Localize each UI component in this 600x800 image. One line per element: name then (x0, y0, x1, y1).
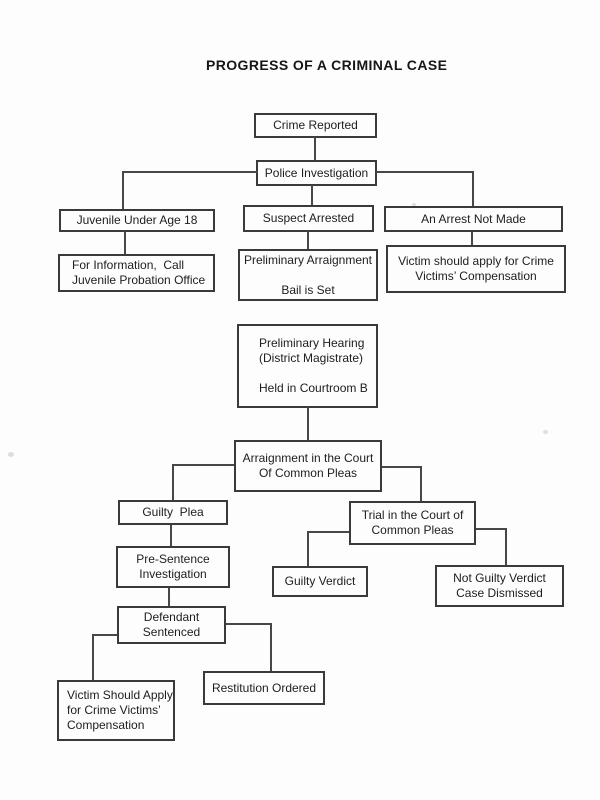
page-title: PROGRESS OF A CRIMINAL CASE (206, 57, 448, 73)
node-label: Juvenile Under Age 18 (76, 213, 198, 227)
node-trial-common-pleas: Trial in the Court of Common Pleas (349, 501, 476, 545)
node-label: Sentenced (142, 625, 201, 639)
node-police-investigation: Police Investigation (256, 160, 377, 186)
node-pre-sentence-investigation: Pre-Sentence Investigation (116, 546, 230, 588)
node-label: Juvenile Probation Office (72, 273, 206, 287)
edge-police-to-suspect (311, 185, 313, 205)
edge-arraignment-left-horizontal (172, 464, 234, 466)
node-preliminary-hearing: Preliminary Hearing (District Magistrate… (237, 324, 378, 408)
node-label: Defendant (143, 610, 200, 624)
node-label: Pre-Sentence (136, 552, 210, 566)
node-crime-reported: Crime Reported (254, 113, 377, 138)
edge-drop-to-restitution (270, 623, 272, 671)
node-label: An Arrest Not Made (421, 211, 526, 226)
node-label: Victims’ Compensation (415, 269, 537, 283)
edge-drop-to-guilty-verdict (307, 531, 309, 566)
node-label: Guilty Verdict (284, 574, 356, 588)
edge-drop-to-arrest-not-made (472, 171, 474, 206)
node-label: Of Common Pleas (258, 466, 358, 480)
node-guilty-verdict: Guilty Verdict (272, 566, 368, 597)
edge-police-right-horizontal (376, 171, 474, 173)
node-label: Compensation (67, 718, 145, 732)
node-preliminary-arraignment: Preliminary Arraignment Bail is Set (238, 249, 378, 301)
edge-presentence-to-defendant (168, 588, 170, 606)
node-label: Police Investigation (264, 165, 369, 180)
node-label: Arraignment in the Court (242, 451, 374, 465)
scan-speckle (543, 430, 548, 434)
node-label: Crime Reported (273, 118, 358, 132)
node-label: Investigation (139, 567, 207, 581)
node-label: Held in Courtroom B (259, 381, 368, 395)
node-restitution-ordered: Restitution Ordered (203, 671, 325, 705)
edge-drop-to-juvenile (122, 171, 124, 209)
edge-drop-to-guilty-plea (172, 464, 174, 500)
scan-speckle (412, 203, 416, 206)
node-victims-compensation-no-arrest: Victim should apply for Crime Victims’ C… (386, 245, 566, 293)
node-label: Bail is Set (281, 282, 335, 297)
node-victims-compensation-sentenced: Victim Should Apply for Crime Victims’ C… (57, 680, 175, 741)
edge-arraignment-right-horizontal (382, 466, 421, 468)
node-juvenile-probation: For Information, Call Juvenile Probation… (58, 254, 215, 292)
edge-drop-to-not-guilty (505, 528, 507, 565)
edge-plea-to-presentence (170, 525, 172, 546)
edge-suspect-to-arraignment (307, 231, 309, 249)
edge-trial-left-horizontal (307, 531, 349, 533)
edge-drop-to-victim-apply (92, 634, 94, 680)
node-label: Victim Should Apply (67, 688, 173, 702)
node-arrest-not-made: An Arrest Not Made (384, 206, 563, 232)
node-label: (District Magistrate) (259, 351, 364, 365)
node-defendant-sentenced: Defendant Sentenced (117, 606, 226, 644)
edge-police-left-horizontal (122, 171, 258, 173)
node-label: Guilty Plea (142, 505, 204, 519)
edge-arrest-to-compensation (471, 232, 473, 245)
edge-hearing-to-arraignment (307, 407, 309, 440)
node-label: Preliminary Hearing (259, 336, 365, 350)
node-label: Common Pleas (371, 523, 454, 537)
edge-drop-to-trial (420, 466, 422, 501)
edge-crime-to-police (314, 137, 316, 160)
scan-speckle (8, 452, 14, 457)
node-suspect-arrested: Suspect Arrested (243, 205, 374, 232)
node-label: Victim should apply for Crime (398, 254, 554, 268)
node-label: Preliminary Arraignment (243, 252, 373, 267)
node-label: Not Guilty Verdict (453, 571, 546, 585)
node-label: Suspect Arrested (262, 211, 355, 225)
node-label: for Crime Victims’ (67, 703, 161, 717)
edge-defendant-right-horizontal (226, 623, 272, 625)
node-label: Case Dismissed (456, 586, 543, 600)
node-label: For Information, Call (72, 258, 185, 272)
node-guilty-plea: Guilty Plea (118, 500, 228, 525)
edge-juvenile-to-probation (124, 231, 126, 254)
node-arraignment-common-pleas: Arraignment in the Court Of Common Pleas (234, 440, 382, 492)
edge-trial-right-horizontal (476, 528, 507, 530)
node-label: Restitution Ordered (211, 680, 317, 695)
edge-defendant-left-horizontal (92, 634, 117, 636)
node-juvenile-under-18: Juvenile Under Age 18 (59, 209, 215, 232)
node-not-guilty-verdict: Not Guilty Verdict Case Dismissed (435, 565, 564, 607)
node-label: Trial in the Court of (361, 508, 464, 522)
